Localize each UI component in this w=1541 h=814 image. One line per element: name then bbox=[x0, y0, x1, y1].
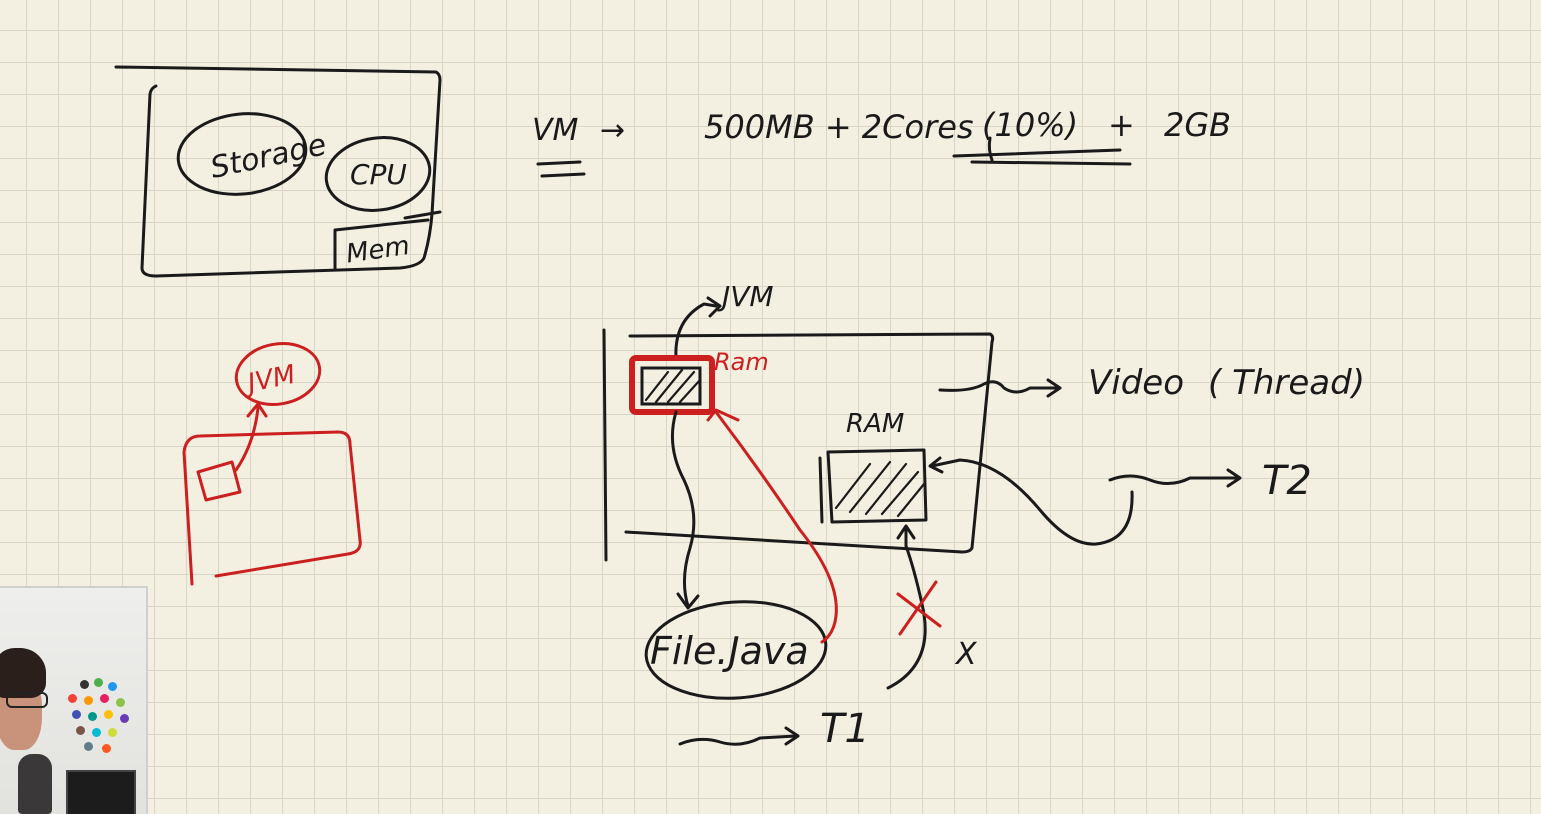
jvm-label: JVM bbox=[717, 280, 774, 313]
red-ram-block bbox=[629, 355, 715, 415]
vm-outer-box bbox=[624, 332, 995, 554]
vm-equation-arrow: → bbox=[600, 113, 625, 148]
vm-equation-plus: + bbox=[1108, 106, 1135, 144]
cpu-ellipse bbox=[324, 136, 432, 212]
ram-box bbox=[818, 448, 928, 524]
video-label: Video bbox=[1088, 363, 1184, 403]
red-inner-square bbox=[196, 460, 242, 502]
t2-label: T2 bbox=[1262, 458, 1312, 504]
webcam-stickers bbox=[58, 672, 138, 762]
vm-equation-lhs: VM bbox=[532, 113, 579, 148]
vm-equation: VM → 500MB + 2Cores (10%) + 2GB bbox=[532, 106, 1231, 178]
main-diagram: JVM Ram RAM Video ( Thread) T2 bbox=[602, 280, 1365, 752]
red-jvm-label: JVM bbox=[240, 360, 298, 400]
ram-red-label: Ram bbox=[714, 348, 769, 376]
file-java-label: File.Java bbox=[650, 629, 809, 673]
mem-label: Mem bbox=[344, 231, 411, 270]
x-label: X bbox=[954, 637, 978, 672]
t1-label: T1 bbox=[820, 706, 870, 752]
storage-label: Storage bbox=[207, 127, 329, 186]
webcam-person-hair bbox=[0, 648, 46, 698]
webcam-glasses bbox=[6, 692, 48, 708]
machine-box: Storage CPU Mem bbox=[114, 65, 442, 278]
vm-equation-resources: 500MB + 2Cores bbox=[704, 108, 974, 146]
thread-label: ( Thread) bbox=[1208, 363, 1365, 403]
webcam-microphone bbox=[18, 754, 52, 814]
ram-box-hatch bbox=[834, 460, 926, 518]
vm-equation-memory: 2GB bbox=[1164, 106, 1231, 144]
ram-label: RAM bbox=[846, 409, 904, 439]
red-jvm-ellipse bbox=[234, 342, 322, 406]
storage-ellipse bbox=[176, 112, 308, 196]
vm-equation-percent: (10%) bbox=[982, 106, 1078, 144]
red-arrow bbox=[234, 406, 260, 472]
red-cross bbox=[896, 580, 942, 636]
red-outer-box bbox=[182, 430, 362, 586]
file-java-ellipse bbox=[644, 600, 828, 700]
red-sketch: JVM bbox=[182, 342, 362, 586]
cpu-label: CPU bbox=[350, 158, 407, 191]
webcam-overlay bbox=[0, 586, 148, 814]
red-block-hatch bbox=[644, 368, 702, 404]
webcam-frame bbox=[66, 770, 136, 814]
